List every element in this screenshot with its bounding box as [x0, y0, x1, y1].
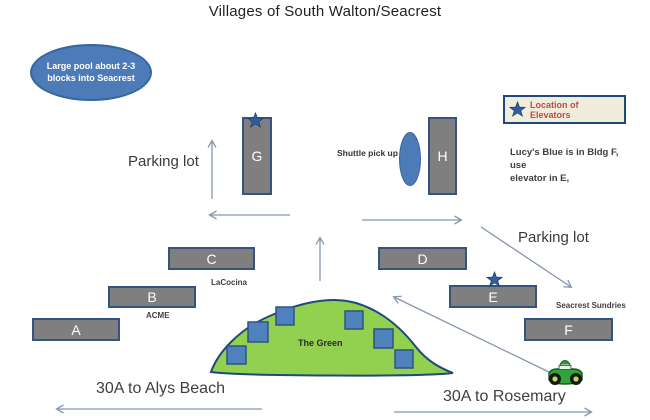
building-d: D	[378, 247, 467, 270]
building-f: F	[524, 318, 613, 341]
green-square	[275, 306, 295, 326]
road-to-rosemary-label: 30A to Rosemary	[443, 388, 566, 405]
pool-note-ellipse: Large pool about 2-3 blocks into Seacres…	[30, 44, 152, 101]
lucys-note-line1: Lucy's Blue is in Bldg F, use	[510, 147, 619, 171]
parking-lot-label-left: Parking lot	[128, 153, 199, 170]
seacrest-sundries-label: Seacrest Sundries	[556, 301, 626, 310]
building-a: A	[32, 318, 120, 341]
pool-note-line2: blocks into Seacrest	[47, 72, 135, 83]
elevator-star-icon	[247, 112, 264, 128]
la-cocina-label: LaCocina	[211, 278, 248, 287]
road-to-alys-beach-label: 30A to Alys Beach	[96, 380, 225, 397]
the-green-hill	[209, 299, 454, 377]
elevator-legend: Location of Elevators	[503, 95, 626, 124]
parking-lot-label-right: Parking lot	[518, 229, 589, 246]
star-icon	[509, 101, 526, 117]
green-square	[247, 321, 269, 343]
car-icon	[548, 360, 583, 385]
acme-label: ACME	[146, 311, 170, 320]
shuttle-pickup-ellipse	[399, 132, 421, 186]
lucys-note: Lucy's Blue is in Bldg F, use elevator i…	[510, 147, 635, 185]
building-h: H	[428, 117, 457, 195]
building-g: G	[242, 117, 272, 195]
the-green-label: The Green	[298, 338, 343, 348]
lucys-note-line2: elevator in E,	[510, 172, 570, 184]
green-square	[373, 328, 394, 349]
green-square	[394, 349, 414, 369]
green-square	[226, 345, 247, 365]
building-b: B	[108, 286, 196, 308]
pool-note-line1: Large pool about 2-3	[46, 60, 136, 71]
diagonal-arrow-from-car	[394, 297, 552, 374]
building-c: C	[168, 247, 255, 270]
elevator-star-icon	[486, 271, 503, 287]
page-title: Villages of South Walton/Seacrest	[208, 3, 442, 20]
diagonal-arrow-to-sundries	[480, 226, 571, 287]
green-square	[344, 310, 364, 330]
legend-label: Location of Elevators	[530, 99, 579, 120]
building-e: E	[449, 285, 537, 308]
shuttle-pickup-label: Shuttle pick up	[337, 148, 398, 158]
